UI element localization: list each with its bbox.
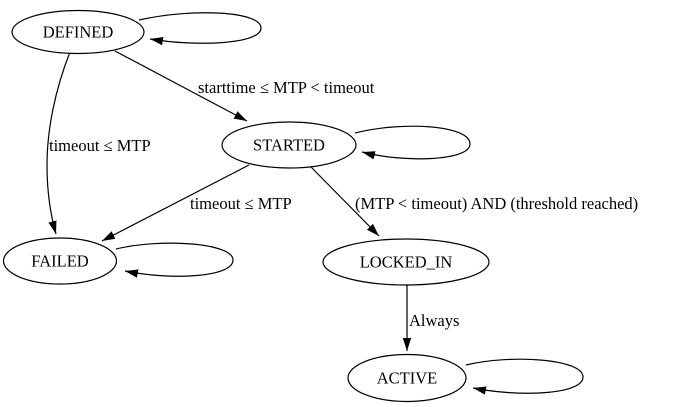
edge-defined-to-failed xyxy=(46,51,71,235)
edge-label-started-to-failed: timeout ≤ MTP xyxy=(190,194,292,213)
edge-labels-layer: starttime ≤ MTP < timeout timeout ≤ MTP … xyxy=(49,78,638,330)
node-failed: FAILED xyxy=(2,237,118,285)
node-started: STARTED xyxy=(221,121,357,169)
edge-defined-self-loop xyxy=(138,12,262,46)
edge-active-self-loop xyxy=(465,358,584,395)
edge-label-defined-to-started: starttime ≤ MTP < timeout xyxy=(198,78,375,97)
edge-failed-self-loop xyxy=(115,242,234,278)
edge-label-started-to-lockedin: (MTP < timeout) AND (threshold reached) xyxy=(355,194,638,213)
node-defined-shape xyxy=(11,9,145,55)
node-failed-label: FAILED xyxy=(31,252,89,271)
edge-started-self-loop xyxy=(354,125,471,160)
node-lockedin-label: LOCKED_IN xyxy=(360,253,453,272)
node-lockedin-shape xyxy=(322,238,490,286)
node-started-shape xyxy=(221,121,357,169)
edge-label-lockedin-to-active: Always xyxy=(409,311,459,330)
edge-started-to-lockedin xyxy=(310,166,380,237)
node-started-label: STARTED xyxy=(253,136,325,155)
edge-defined-to-started xyxy=(114,50,248,122)
node-active: ACTIVE xyxy=(347,353,467,403)
node-failed-shape xyxy=(2,237,118,285)
edges-layer xyxy=(46,12,584,395)
edge-label-defined-to-failed: timeout ≤ MTP xyxy=(49,136,151,155)
nodes-layer: DEFINED STARTED FAILED LOCKED_IN ACTIVE xyxy=(2,9,490,403)
edge-started-to-failed xyxy=(101,164,250,242)
node-active-shape xyxy=(347,353,467,403)
node-active-label: ACTIVE xyxy=(377,369,438,388)
node-lockedin: LOCKED_IN xyxy=(322,238,490,286)
node-defined: DEFINED xyxy=(11,9,145,55)
node-defined-label: DEFINED xyxy=(43,23,114,42)
